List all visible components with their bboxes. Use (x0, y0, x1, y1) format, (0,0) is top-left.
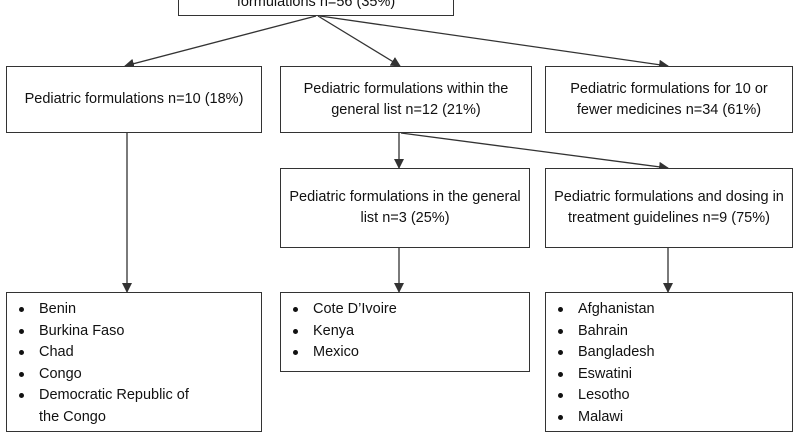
node-fewer-medicines: Pediatric formulations for 10 or fewer m… (545, 66, 793, 133)
list-item: Mexico (281, 342, 529, 364)
node-pediatric-formulations-label: Pediatric formulations n=10 (18%) (24, 91, 244, 107)
arrow-middle-to-guidelines (400, 132, 669, 172)
list-item: Congo (7, 364, 261, 386)
list-item: Benin (7, 299, 261, 321)
list-item: Malawi (546, 407, 792, 429)
list-item: Kenya (281, 321, 529, 343)
node-treatment-guidelines-label: Pediatric formulations and dosing in tre… (554, 189, 784, 226)
arrow-root-to-middle (317, 15, 401, 67)
root-node: formulations n=56 (35%) (178, 0, 454, 16)
node-fewer-medicines-label: Pediatric formulations for 10 or fewer m… (570, 80, 768, 118)
list-item: Chad (7, 342, 261, 364)
list-item: Bahrain (546, 321, 792, 343)
node-in-general-list-label: Pediatric formulations in the general li… (289, 189, 521, 226)
node-pediatric-formulations: Pediatric formulations n=10 (18%) (6, 66, 262, 133)
list-item: the Congo (39, 408, 106, 425)
list-item: Eswatini (546, 364, 792, 386)
arrow-root-to-right (319, 15, 669, 70)
arrow-root-to-left (124, 15, 317, 69)
root-node-label: formulations n=56 (35%) (236, 0, 396, 10)
connector-arrows (122, 15, 673, 293)
node-treatment-guidelines: Pediatric formulations and dosing in tre… (545, 168, 793, 248)
list-item: Burkina Faso (7, 321, 261, 343)
list-item: Afghanistan (546, 299, 792, 321)
list-item: Cote D’Ivoire (281, 299, 529, 321)
list-item: Lesotho (546, 385, 792, 407)
list-item: Democratic Republic of (7, 385, 261, 407)
node-within-general-list: Pediatric formulations within the genera… (280, 66, 532, 133)
list-item: Bangladesh (546, 342, 792, 364)
node-within-general-list-label: Pediatric formulations within the genera… (303, 80, 509, 118)
node-in-general-list: Pediatric formulations in the general li… (280, 168, 530, 248)
